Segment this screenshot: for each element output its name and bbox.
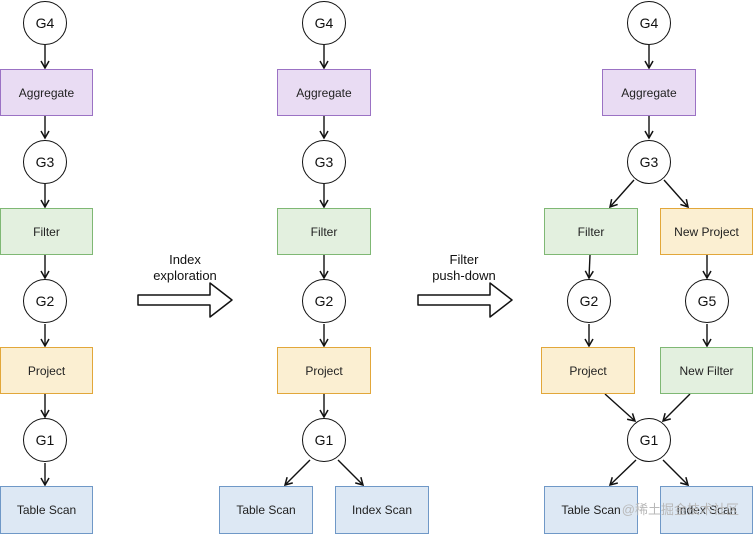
left-tablescan-box: Table Scan bbox=[0, 486, 93, 534]
middle-g2-node: G2 bbox=[302, 279, 346, 323]
middle-g3-node: G3 bbox=[302, 140, 346, 184]
transform-label-line2: push-down bbox=[432, 268, 496, 283]
left-project-box: Project bbox=[0, 347, 93, 394]
middle-aggregate-box: Aggregate bbox=[277, 69, 371, 116]
transform-label-line1: Filter bbox=[449, 252, 479, 267]
middle-tablescan-box: Table Scan bbox=[219, 486, 313, 534]
right-g5-node: G5 bbox=[685, 279, 729, 323]
transform-label-line1: Index bbox=[169, 252, 201, 267]
edge-mid-g1-tablescan bbox=[283, 459, 311, 487]
transform-label-filter-pushdown: Filter push-down bbox=[414, 252, 514, 284]
middle-project-box: Project bbox=[277, 347, 371, 394]
transform-arrow-index-exploration bbox=[137, 282, 233, 318]
left-g4-node: G4 bbox=[23, 1, 67, 45]
edge-right-g1-tablescan bbox=[608, 459, 637, 487]
transform-label-index-exploration: Index exploration bbox=[135, 252, 235, 284]
middle-g4-node: G4 bbox=[302, 1, 346, 45]
right-newfilter-box: New Filter bbox=[660, 347, 753, 394]
right-aggregate-box: Aggregate bbox=[602, 69, 696, 116]
transform-label-line2: exploration bbox=[153, 268, 217, 283]
right-filter-box: Filter bbox=[544, 208, 638, 255]
edge-mid-g1-indexscan bbox=[337, 459, 365, 487]
edge-right-filter-g2 bbox=[584, 254, 594, 280]
edge-right-project-g1 bbox=[604, 393, 637, 423]
left-g2-node: G2 bbox=[23, 279, 67, 323]
edge-right-g1-indexscan bbox=[662, 459, 690, 487]
edge-right-g3-newproject bbox=[663, 179, 690, 209]
right-g3-node: G3 bbox=[627, 140, 671, 184]
right-g4-node: G4 bbox=[627, 1, 671, 45]
right-newproject-box: New Project bbox=[660, 208, 753, 255]
right-project-box: Project bbox=[541, 347, 635, 394]
right-g1-node: G1 bbox=[627, 418, 671, 462]
left-filter-box: Filter bbox=[0, 208, 93, 255]
right-g2-node: G2 bbox=[567, 279, 611, 323]
edge-right-g3-filter bbox=[608, 179, 635, 209]
middle-filter-box: Filter bbox=[277, 208, 371, 255]
left-g3-node: G3 bbox=[23, 140, 67, 184]
watermark: @稀土掘金技术社区 bbox=[621, 502, 739, 517]
middle-indexscan-box: Index Scan bbox=[335, 486, 429, 534]
left-aggregate-box: Aggregate bbox=[0, 69, 93, 116]
left-g1-node: G1 bbox=[23, 418, 67, 462]
edge-right-newfilter-g1 bbox=[661, 393, 691, 423]
transform-arrow-filter-pushdown bbox=[417, 282, 513, 318]
right-indexscan-box: Index Scan bbox=[660, 486, 753, 534]
middle-g1-node: G1 bbox=[302, 418, 346, 462]
